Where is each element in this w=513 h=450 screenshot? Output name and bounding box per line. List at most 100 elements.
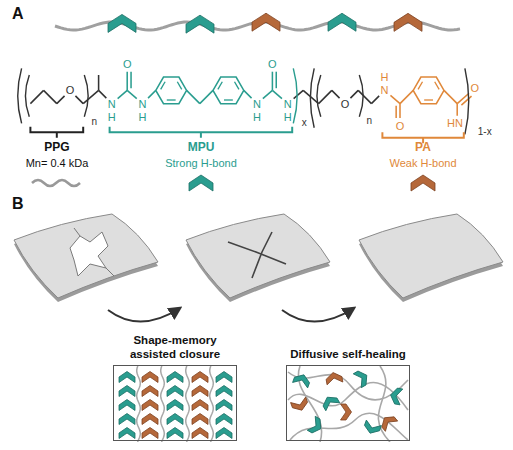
hbond-chevron <box>108 14 136 32</box>
segment-icons <box>189 175 435 191</box>
chain <box>137 366 141 442</box>
hbond-chevron <box>119 372 135 383</box>
repeat-bracket <box>310 68 314 127</box>
hbond-chevron <box>119 428 135 439</box>
inset-panel: Diffusive self-healing <box>286 347 410 441</box>
chemical-bond <box>358 90 371 103</box>
chemical-bond <box>75 96 83 104</box>
hbond-chevron <box>328 13 356 31</box>
atom-label: H <box>381 72 389 83</box>
process-arrow <box>108 308 180 322</box>
ring-double-bond <box>177 82 181 90</box>
atom-label: N <box>284 98 292 109</box>
chemical-bond <box>319 90 332 103</box>
hbond-chevron <box>119 386 135 397</box>
crack-line <box>228 232 286 278</box>
atom-label: O <box>268 59 277 70</box>
segment-label: Weak H-bond <box>389 158 456 169</box>
chemical-bond <box>399 104 401 118</box>
atom-label: HN <box>447 118 463 129</box>
chemical-bond <box>126 72 128 91</box>
chemical-bond <box>456 104 458 116</box>
chemical-bond <box>395 106 397 118</box>
chemical-bond <box>272 90 282 98</box>
ring-double-bond <box>234 82 238 90</box>
hbond-chevron <box>293 372 312 388</box>
atom-label: O <box>123 59 132 70</box>
repeat-bracket <box>317 75 321 117</box>
chemical-bond <box>44 90 57 103</box>
atom-label: n <box>91 117 97 127</box>
chain <box>378 366 390 442</box>
hbond-chevron <box>378 413 397 432</box>
hbond-chevron <box>142 428 158 439</box>
hbond-chevron <box>192 372 208 383</box>
hbond-chevron <box>192 414 208 425</box>
hbond-chevron <box>192 428 208 439</box>
atom-label: H <box>284 111 292 122</box>
panel-frame <box>286 365 410 441</box>
hbond-chevron <box>186 15 214 33</box>
network-chains <box>288 366 408 442</box>
hbond-chevron <box>216 428 232 439</box>
atom-label: H <box>108 111 116 122</box>
inset-panel: Shape-memory assisted closure <box>113 333 237 441</box>
repeat-bracket <box>18 68 22 123</box>
ring-double-bond <box>161 82 165 90</box>
hbond-chevron <box>167 400 183 411</box>
ring-double-bond <box>424 99 433 100</box>
chemical-bond <box>275 72 277 89</box>
hbond-chevron <box>119 414 135 425</box>
panel-letter: A <box>12 6 24 22</box>
sheet-surface <box>359 214 503 298</box>
segment-label: Mn= 0.4 kDa <box>26 158 89 169</box>
chemical-bond <box>148 90 156 98</box>
hbond-chevron <box>216 414 232 425</box>
segment-brace <box>30 127 83 138</box>
hbond-chevron <box>167 386 183 397</box>
chemical-bond <box>99 90 107 98</box>
chemical-bond <box>57 96 65 104</box>
repeat-bracket <box>359 75 363 117</box>
repeat-bracket <box>465 68 469 134</box>
segment-label: PPG <box>44 141 69 153</box>
hbond-chevron <box>320 393 339 411</box>
chemical-bond <box>130 72 132 89</box>
hbond-chevron <box>142 372 158 383</box>
hbond-chevron <box>167 372 183 383</box>
repeat-bracket <box>293 68 297 123</box>
chemical-bond <box>98 75 100 90</box>
atom-label: N <box>381 85 389 96</box>
chemical-bond <box>244 90 252 98</box>
chemical-bond <box>118 90 128 98</box>
segment-label: Strong H-bond <box>165 158 237 169</box>
chemical-bond <box>83 90 98 103</box>
ring-double-bond <box>218 82 222 90</box>
panel-letter: B <box>12 196 24 212</box>
atom-label: O <box>66 85 75 96</box>
atom-label: N <box>108 98 116 109</box>
atom-label: O <box>341 98 350 109</box>
hbond-chevron <box>216 400 232 411</box>
segment-label: MPU <box>188 141 215 153</box>
hbond-chevron <box>325 371 343 385</box>
panel-frame <box>113 365 237 441</box>
ring-double-bond <box>167 99 176 100</box>
chemical-bond <box>390 95 400 103</box>
hbond-chevron <box>216 386 232 397</box>
chain <box>210 366 214 442</box>
aligned-domains <box>119 366 232 442</box>
healed-sheet <box>359 214 503 302</box>
chemical-bond <box>350 90 358 98</box>
chemical-bond <box>457 93 469 103</box>
atom-label: O <box>396 120 405 131</box>
sheet-hole <box>70 232 108 276</box>
hbond-chevron <box>167 428 183 439</box>
dispersed-domains <box>291 368 403 436</box>
sheet-surface <box>186 214 330 298</box>
chemical-bond <box>30 90 43 103</box>
atom-label: H <box>139 111 147 122</box>
chain <box>161 366 165 442</box>
